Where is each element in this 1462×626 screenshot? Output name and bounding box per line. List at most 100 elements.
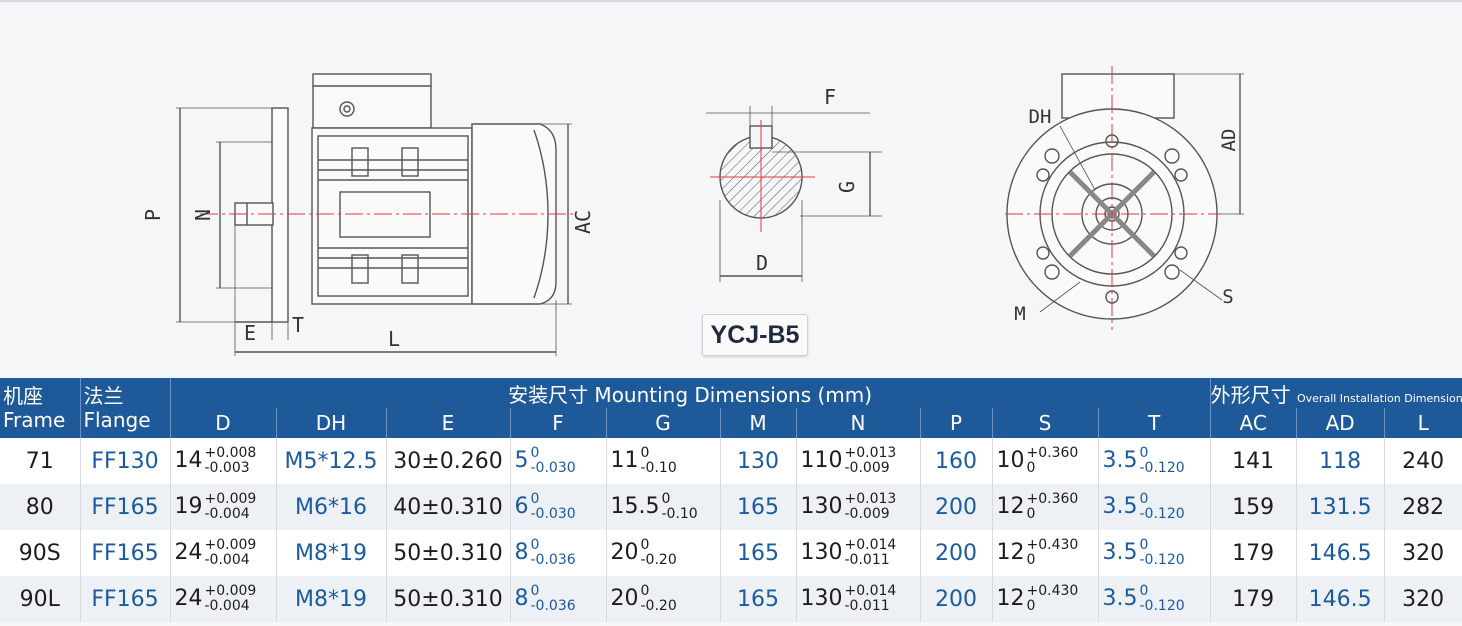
tolerance: 0-0.036	[531, 584, 576, 614]
tolerance: +0.014-0.011	[845, 538, 897, 568]
cell-value: 3.5	[1102, 540, 1138, 565]
tolerance-lo: -0.004	[204, 598, 250, 614]
header-flange-en: Flange	[83, 408, 151, 432]
tolerance-lo: -0.004	[204, 506, 250, 522]
cell-value: FF165	[91, 494, 159, 520]
cell-flange: FF130	[80, 438, 171, 484]
label-dh: DH	[1029, 106, 1052, 128]
tolerance-lo: -0.10	[661, 506, 698, 522]
tolerance-up: +0.009	[204, 491, 257, 507]
cell-value: 3.5	[1102, 448, 1138, 473]
header-col-ad: AD	[1296, 408, 1385, 438]
cell-value: 165	[737, 586, 779, 612]
tolerance-lo: -0.036	[530, 552, 576, 568]
cell-value: 130	[800, 540, 843, 565]
cell-value: 320	[1402, 540, 1445, 566]
cell-value: 160	[935, 448, 977, 474]
tolerance: +0.013-0.009	[845, 446, 897, 476]
cell-ac: 159	[1210, 484, 1297, 530]
header-col-l: L	[1384, 408, 1462, 438]
tolerance: 0-0.20	[641, 538, 677, 568]
tolerance-up: 0	[530, 537, 540, 553]
tolerance-lo: -0.20	[640, 552, 677, 568]
cell-frame: 71	[0, 438, 81, 484]
header-col-n: N	[796, 408, 921, 438]
cell-p: 200	[920, 484, 993, 530]
cell-ac: 141	[1210, 438, 1297, 484]
motor-drawing: P N AC L E T F G D	[141, 66, 1244, 356]
header-overall-en: Overall Installation Dimension	[1297, 391, 1462, 405]
header-col-ac: AC	[1210, 408, 1297, 438]
label-n: N	[191, 209, 215, 221]
cell-value: 50±0.310	[393, 540, 503, 566]
label-ac: AC	[571, 210, 595, 234]
cell-value: 141	[1232, 448, 1275, 474]
cell-value: 200	[935, 586, 977, 612]
header-frame-cn: 机座	[3, 384, 43, 408]
cell-l: 320	[1384, 576, 1462, 622]
header-frame: 机座 Frame	[0, 378, 81, 438]
tolerance: 0-0.030	[531, 492, 576, 522]
side-view	[176, 73, 572, 356]
tolerance-lo: -0.030	[530, 460, 576, 476]
tolerance: +0.009-0.004	[205, 538, 257, 568]
cell-value: 90S	[18, 540, 61, 566]
cell-value: 200	[935, 540, 977, 566]
cell-value: 14	[174, 448, 203, 473]
cell-value: 118	[1319, 448, 1362, 474]
cell-p: 200	[920, 530, 993, 576]
tolerance-up: 0	[640, 537, 650, 553]
tolerance-up: +0.360	[1026, 491, 1079, 507]
cell-value: 12	[996, 540, 1025, 565]
label-e: E	[244, 321, 256, 345]
cell-value: 3.5	[1102, 586, 1138, 611]
tolerance-lo: -0.120	[1139, 506, 1185, 522]
cell-value: FF130	[91, 448, 159, 474]
cell-flange: FF165	[80, 530, 171, 576]
tolerance-up: 0	[530, 491, 540, 507]
cell-value: 165	[737, 494, 779, 520]
label-p: P	[141, 209, 165, 221]
tolerance-lo: 0	[1026, 506, 1036, 522]
label-f: F	[824, 85, 836, 109]
cell-value: 10	[996, 448, 1025, 473]
header-frame-en: Frame	[3, 408, 66, 432]
cell-value: 50±0.310	[393, 586, 503, 612]
cell-dh: M8*19	[276, 530, 387, 576]
cell-value: 5	[514, 448, 529, 473]
cell-value: 6	[514, 494, 529, 519]
tolerance-up: +0.014	[844, 583, 897, 599]
tolerance-lo: -0.004	[204, 552, 250, 568]
tolerance-lo: 0	[1026, 460, 1036, 476]
cell-value: M8*19	[295, 586, 367, 612]
tolerance-up: 0	[1139, 583, 1149, 599]
cell-value: 40±0.310	[393, 494, 503, 520]
cell-frame: 90S	[0, 530, 81, 576]
cell-value: 159	[1232, 494, 1275, 520]
cell-flange: FF165	[80, 576, 171, 622]
tolerance-up: +0.008	[204, 445, 257, 461]
cell-value: 12	[996, 586, 1025, 611]
tolerance-lo: -0.030	[530, 506, 576, 522]
cell-l: 240	[1384, 438, 1462, 484]
label-g: G	[835, 181, 859, 193]
tolerance: 0-0.120	[1140, 492, 1185, 522]
cell-d: 14+0.008-0.003	[170, 438, 277, 484]
cell-p: 200	[920, 576, 993, 622]
tolerance-up: 0	[1139, 445, 1149, 461]
cell-m: 165	[720, 484, 797, 530]
tolerance: 0-0.120	[1140, 584, 1185, 614]
tolerance-lo: 0	[1026, 552, 1036, 568]
label-l: L	[388, 327, 400, 351]
header-col-d: D	[170, 408, 277, 438]
dimension-table: 机座 Frame 法兰 Flange 安装尺寸 Mounting Dimensi…	[0, 378, 1462, 622]
